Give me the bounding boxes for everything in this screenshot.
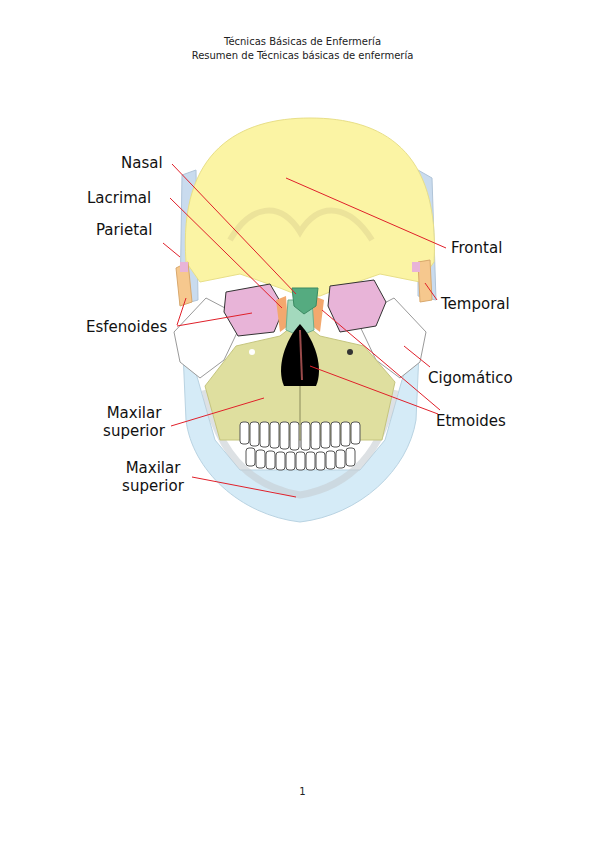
shading [230,211,372,240]
leader-lines [163,164,446,497]
nasal-cavity [281,324,319,386]
page-header: Resumen de Técnicas básicas de enfermerí… [3,50,599,62]
page-header: Técnicas Básicas de Enfermería [3,36,599,48]
bone-label: Etmoides [436,412,506,430]
sphenoid-bone [412,262,420,272]
foramen [347,349,353,355]
maxilla [205,320,395,440]
nasal-bone [292,288,318,314]
sphenoid-bone [180,262,188,272]
bone-label: Maxilar superior [110,459,196,495]
temporal-bone [418,260,432,302]
suture [300,385,301,425]
septum [300,330,302,380]
frontal-bone [185,118,434,296]
bone-label: Nasal [121,154,163,172]
teeth [240,422,360,470]
temporal-bone [176,262,192,306]
bone-label: Temporal [441,295,510,313]
orbit [328,280,386,332]
bone-label: Parietal [96,221,152,239]
orbit [224,284,284,336]
bone-label: Cigomático [428,369,513,387]
bone-label: Frontal [451,239,502,257]
bone-label: Maxilar superior [94,404,174,440]
bone-label: Lacrimal [87,189,151,207]
page-number: 1 [3,786,599,798]
foramen [249,349,255,355]
bone-label: Esfenoides [86,318,167,336]
